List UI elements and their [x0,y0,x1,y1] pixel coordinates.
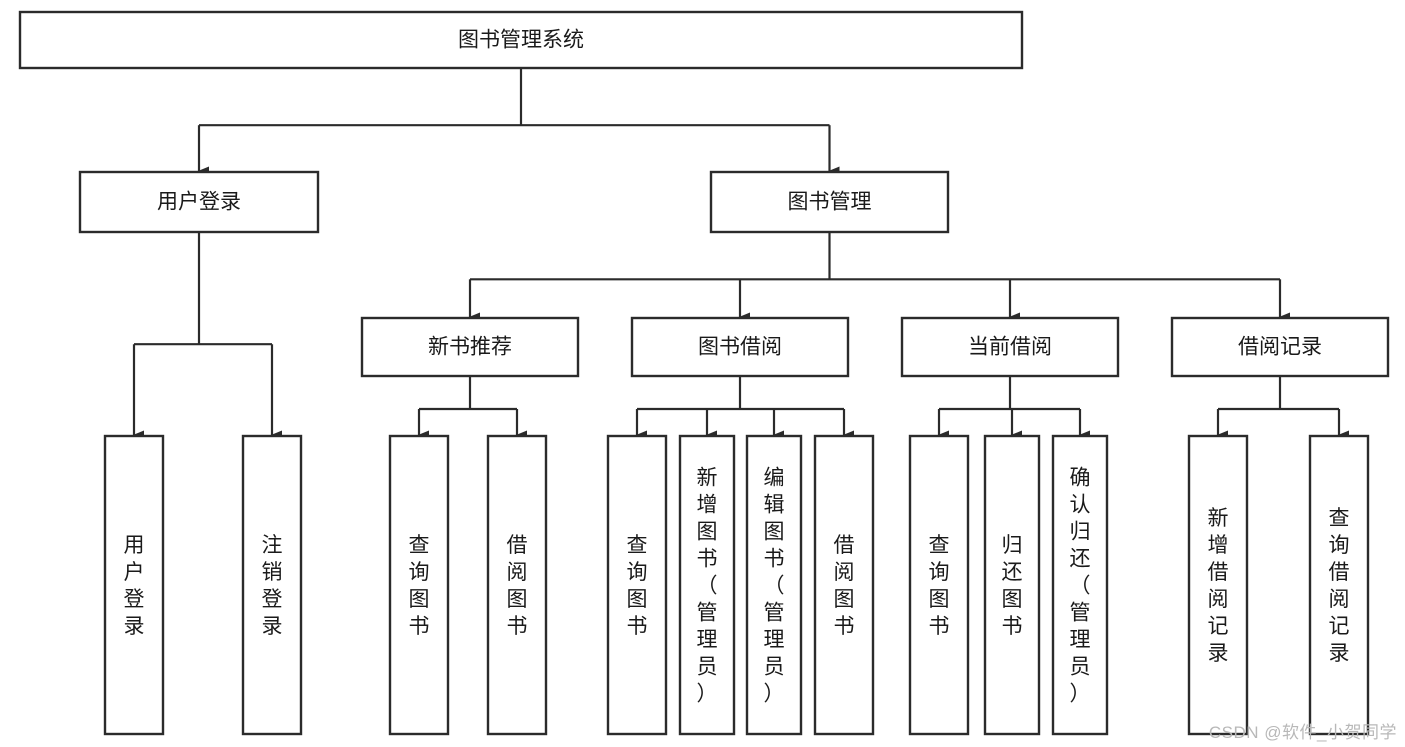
node-label-leaf-query-book-1: 查询图书 [409,534,430,638]
node-label-leaf-query-borrow-record: 查询借阅记录 [1329,507,1350,665]
node-label-leaf-borrow-book-2: 借阅图书 [834,534,855,638]
node-label-user-login: 用户登录 [157,191,241,214]
node-label-leaf-return-book: 归还图书 [1002,534,1023,638]
node-label-leaf-add-book-admin: 新增图书（管理员） [697,467,718,706]
node-box-leaf-confirm-return-admin[interactable] [1051,434,1109,736]
edges-layer [132,68,1349,440]
node-label-book-borrow: 图书借阅 [698,336,782,359]
node-box-leaf-add-borrow-record[interactable] [1187,434,1249,736]
node-label-leaf-edit-book-admin: 编辑图书（管理员） [764,467,785,706]
node-box-book-management[interactable] [709,170,950,234]
node-box-leaf-logout-login[interactable] [241,434,303,736]
labels-layer: 图书管理系统用户登录图书管理新书推荐图书借阅当前借阅借阅记录用户登录注销登录查询… [124,29,1350,706]
node-label-leaf-add-borrow-record: 新增借阅记录 [1208,507,1229,665]
node-box-leaf-query-book-1[interactable] [388,434,450,736]
node-label-borrow-record: 借阅记录 [1238,336,1322,359]
node-box-leaf-query-book-2[interactable] [606,434,668,736]
node-box-leaf-borrow-book-2[interactable] [813,434,875,736]
node-box-leaf-query-book-3[interactable] [908,434,970,736]
node-box-leaf-borrow-book-1[interactable] [486,434,548,736]
node-label-leaf-confirm-return-admin: 确认归还（管理员） [1070,467,1091,706]
node-box-book-borrow[interactable] [630,316,850,378]
node-label-book-management: 图书管理 [788,191,872,214]
node-box-leaf-edit-book-admin[interactable] [745,434,803,736]
node-box-leaf-return-book[interactable] [983,434,1041,736]
node-label-current-borrow: 当前借阅 [968,336,1052,359]
node-label-leaf-borrow-book-1: 借阅图书 [507,534,528,638]
node-box-leaf-add-book-admin[interactable] [678,434,736,736]
boxes-layer [18,10,1390,736]
node-label-leaf-query-book-2: 查询图书 [627,534,648,638]
node-label-leaf-user-login: 用户登录 [124,534,145,638]
node-box-current-borrow[interactable] [900,316,1120,378]
node-label-leaf-logout-login: 注销登录 [262,534,283,638]
node-label-new-book-recommend: 新书推荐 [428,336,512,359]
node-label-root: 图书管理系统 [458,29,584,52]
node-label-leaf-query-book-3: 查询图书 [929,534,950,638]
node-box-new-book-recommend[interactable] [360,316,580,378]
node-box-user-login[interactable] [78,170,320,234]
csdn-watermark: CSDN @软件_小贺同学 [1208,723,1397,742]
node-box-root[interactable] [18,10,1024,70]
node-box-borrow-record[interactable] [1170,316,1390,378]
node-box-leaf-query-borrow-record[interactable] [1308,434,1370,736]
node-box-leaf-user-login[interactable] [103,434,165,736]
